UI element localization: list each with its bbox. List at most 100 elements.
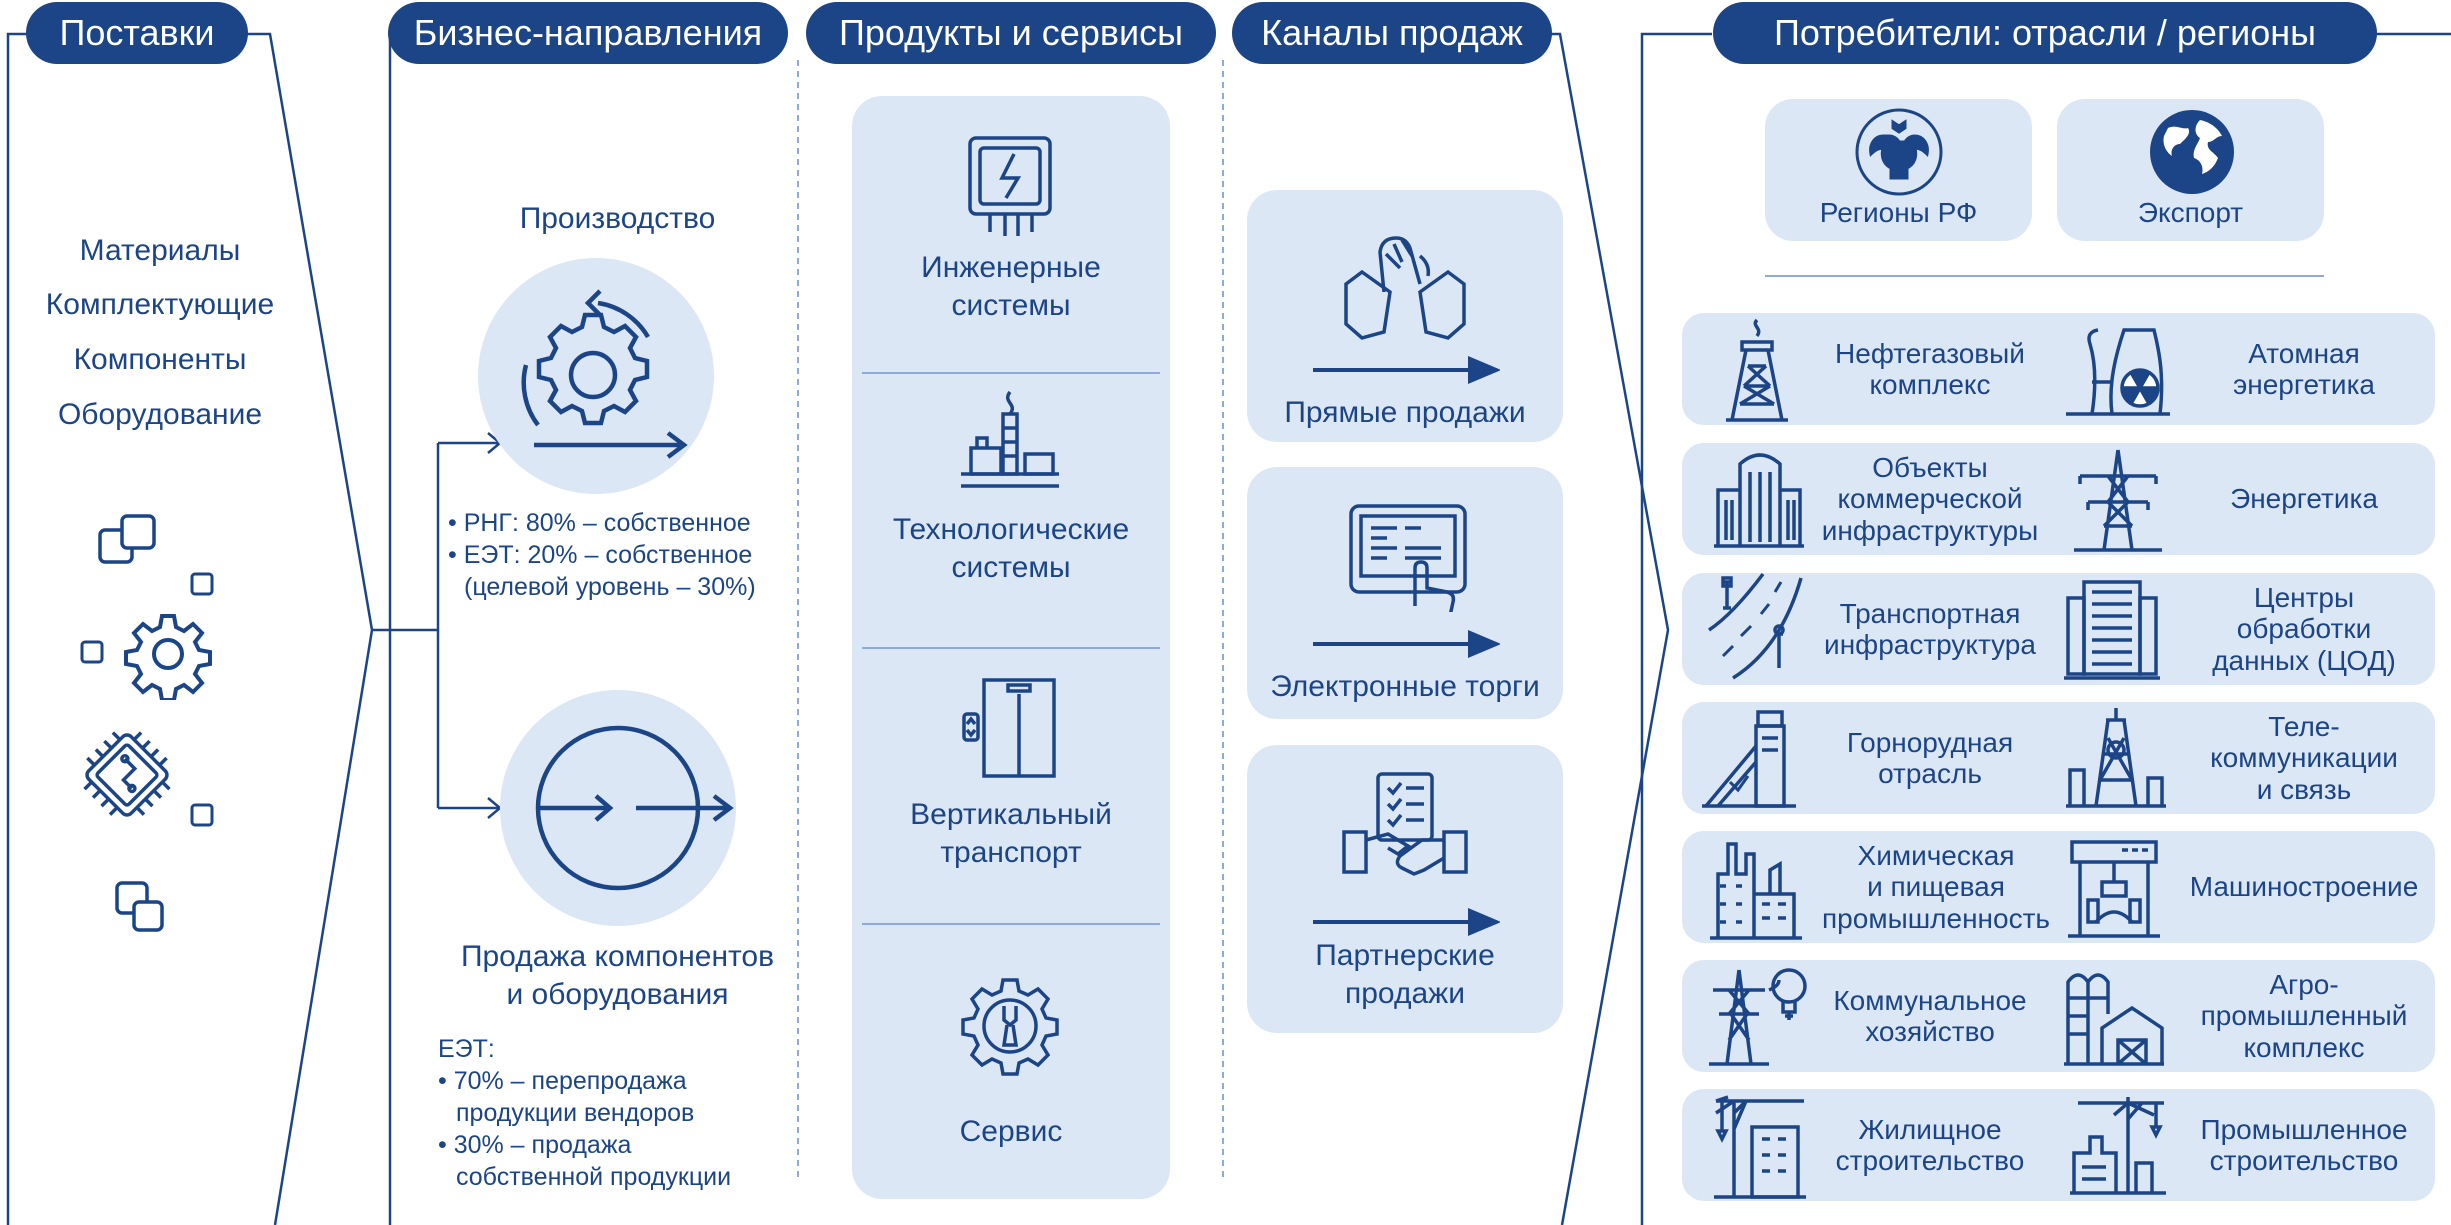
sales-title-line: Продажа компонентов	[460, 940, 775, 973]
residential-crane-icon	[1714, 1095, 1806, 1199]
globe-icon	[2150, 110, 2234, 194]
industry-label-line: коммерческой	[1837, 483, 2023, 515]
header-products: Продукты и сервисы	[806, 2, 1216, 64]
supplies-item: Материалы	[79, 234, 241, 267]
touch-terminal-icon	[1349, 504, 1467, 612]
arrow-right-icon	[1313, 629, 1500, 659]
industry-label: Энергетика	[2230, 483, 2378, 515]
industry-label-line: энергетика	[2232, 369, 2376, 400]
product-label: Технологические	[892, 513, 1130, 546]
sales-note: собственной продукции	[456, 1163, 732, 1191]
overlapping-squares-icon	[98, 514, 156, 564]
industry-label: Машиностроение	[2189, 871, 2419, 903]
telecom-tower-icon	[2066, 708, 2166, 808]
oil-derrick-icon	[1726, 318, 1788, 422]
production-cycle-icon	[521, 289, 688, 459]
supplies-item: Компоненты	[73, 343, 247, 376]
regions-divider	[1765, 275, 2324, 277]
contract-handshake-icon	[1342, 772, 1468, 876]
production-note: • ЕЭТ: 20% – собственное	[448, 541, 753, 569]
office-building-icon	[1714, 453, 1804, 548]
industry-label-line: Объекты	[1872, 451, 1988, 483]
industry-label-line: комплекс	[1869, 369, 1991, 400]
sales-title: Продажа компонентов и оборудования	[430, 938, 805, 1013]
product-label: системы	[951, 550, 1071, 584]
industry-label-line: инфраструктура	[1824, 629, 2036, 660]
channel-label: Прямые продажи	[1284, 396, 1526, 429]
industry-label-line: строительство	[2209, 1145, 2399, 1176]
small-square-icon	[190, 803, 214, 827]
utility-grid-icon	[1709, 968, 1807, 1066]
industry-label-line: Коммунальное	[1833, 984, 2027, 1016]
industry-label-line: и связь	[2256, 773, 2352, 805]
industrial-crane-icon	[2070, 1097, 2166, 1195]
industry-label-line: Промышленное	[2200, 1113, 2408, 1145]
small-square-icon	[190, 572, 214, 596]
handshake-arm-icon	[1344, 236, 1466, 340]
product-item: Сервис	[959, 1115, 1063, 1148]
products-divider	[862, 372, 1160, 374]
header-supplies: Поставки	[26, 2, 248, 64]
farm-silo-icon	[2064, 973, 2164, 1066]
industry-label-line: Жилищное	[1858, 1113, 2002, 1145]
arrow-right-icon	[1313, 907, 1500, 937]
industry-row	[1682, 702, 2435, 814]
nuclear-plant-icon	[2066, 328, 2170, 416]
header-channels: Каналы продаж	[1232, 2, 1552, 64]
small-square-icon	[80, 640, 104, 664]
product-label: транспорт	[940, 835, 1082, 869]
industry-label-line: отрасль	[1878, 758, 1982, 789]
product-label: Вертикальный	[910, 798, 1112, 831]
production-title: Производство	[519, 202, 716, 235]
products-divider	[862, 647, 1160, 649]
sales-notes: ЕЭТ: • 70% – перепродажа продукции вендо…	[438, 1033, 731, 1193]
header-consumers: Потребители: отрасли / регионы	[1713, 2, 2377, 64]
products-divider	[862, 923, 1160, 925]
industry-label-line: комплекс	[2243, 1031, 2365, 1063]
channel-label-line: продажи	[1345, 976, 1465, 1010]
product-item: Технологические системы	[860, 511, 1162, 586]
industry-label-line: Химическая	[1857, 839, 2015, 871]
elevator-icon	[962, 678, 1056, 778]
production-notes: • РНГ: 80% – собственное • ЕЭТ: 20% – со…	[448, 507, 756, 603]
industry-label-line: инфраструктуры	[1821, 514, 2039, 546]
gear-icon	[124, 614, 212, 700]
supplies-item: Оборудование	[57, 398, 263, 431]
sales-note: • 70% – перепродажа	[438, 1067, 687, 1095]
industry-row	[1682, 443, 2435, 555]
industry-row	[1682, 313, 2435, 425]
refinery-tower-icon	[961, 390, 1059, 488]
product-item: Вертикальный транспорт	[860, 796, 1162, 871]
industry-label-line: Агро-	[2269, 968, 2339, 1000]
sales-flow-icon	[535, 725, 734, 891]
overlapping-squares-small-icon	[115, 881, 164, 932]
industry-row	[1682, 1089, 2435, 1201]
industry-label-line: хозяйство	[1865, 1016, 1995, 1047]
arrow-right-icon	[1313, 355, 1500, 385]
power-pylon-icon	[2074, 449, 2162, 552]
product-label: Инженерные	[921, 251, 1101, 284]
product-label: системы	[951, 288, 1071, 322]
industry-label-line: и пищевая	[1867, 871, 2005, 903]
industry-label-line: Центры	[2253, 581, 2355, 613]
channel-box	[1247, 745, 1563, 1033]
industry-row	[1682, 573, 2435, 685]
industry-row	[1682, 960, 2435, 1072]
industry-label-line: Нефтегазовый	[1835, 337, 2025, 369]
channel-label: Партнерские продажи	[1250, 937, 1560, 1012]
sales-title-line: и оборудования	[506, 977, 729, 1011]
chip-icon	[83, 731, 171, 817]
industry-label-line: Теле-	[2268, 710, 2340, 742]
region-label: Регионы РФ	[1819, 197, 1978, 228]
channel-label: Электронные торги	[1270, 670, 1540, 703]
